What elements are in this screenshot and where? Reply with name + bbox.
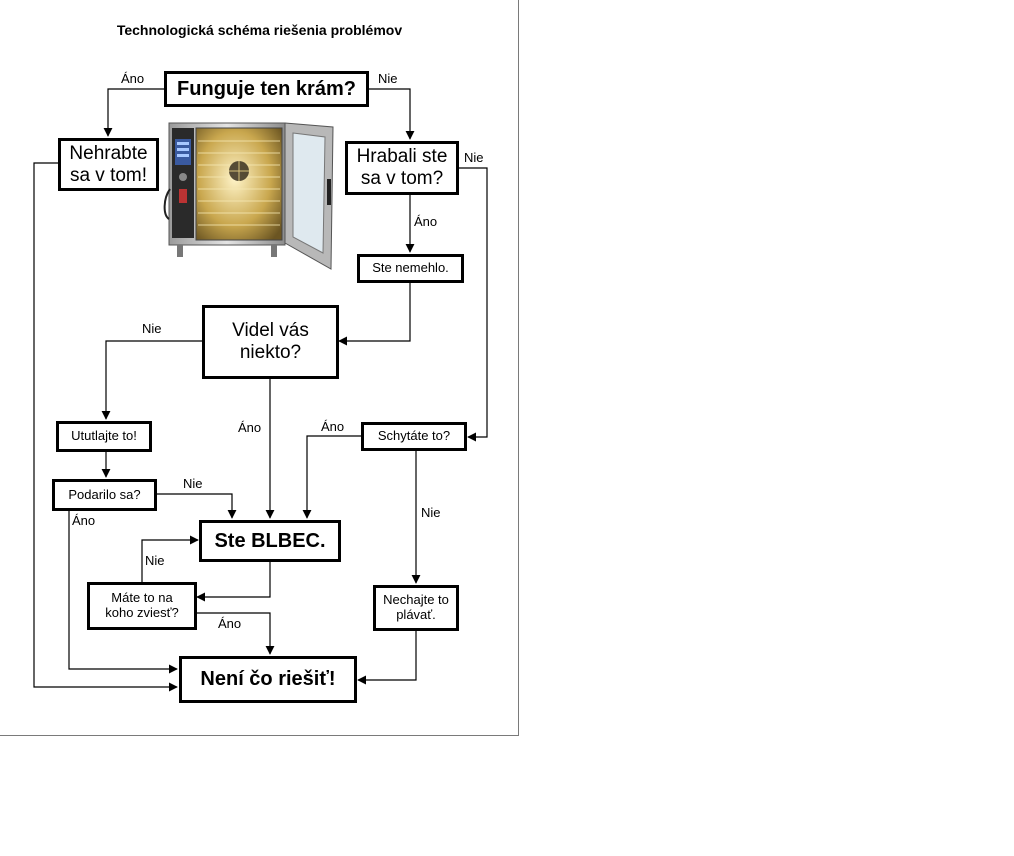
label-did-touch-no: Nie	[464, 150, 484, 165]
label-caught-yes: Áno	[321, 419, 345, 434]
edge-dont-touch-nothing	[33, 162, 178, 692]
label-start-yes: Áno	[121, 71, 145, 86]
label-success-yes: Áno	[72, 513, 96, 528]
label-success-no: Nie	[183, 476, 203, 491]
node-did-touch: Hrabali ste sa v tom?	[345, 141, 459, 195]
label-blame-no: Nie	[145, 553, 165, 568]
label-seen-yes: Áno	[238, 420, 262, 435]
diagram-title: Technologická schéma riešenia problémov	[116, 22, 403, 38]
node-seen: Videl vás niekto?	[202, 305, 339, 379]
node-hide: Ututlajte to!	[56, 421, 152, 452]
oven-icon	[163, 122, 334, 270]
edge-caught-yes	[302, 435, 361, 519]
edge-float-nothing	[357, 631, 417, 685]
edge-blame-no	[141, 535, 199, 582]
node-dont-touch: Nehrabte sa v tom!	[58, 138, 159, 191]
edge-start-no	[368, 88, 415, 140]
label-caught-no: Nie	[421, 505, 441, 520]
edge-start-yes	[103, 88, 164, 137]
edge-idiot-blame	[196, 562, 271, 602]
label-did-touch-yes: Áno	[414, 214, 438, 229]
node-start: Funguje ten krám?	[164, 71, 369, 107]
edge-blame-yes	[196, 612, 275, 655]
node-fool: Ste nemehlo.	[357, 254, 464, 283]
edge-fool-seen	[338, 283, 411, 346]
node-success: Podarilo sa?	[52, 479, 157, 511]
label-seen-no: Nie	[142, 321, 162, 336]
node-float: Nechajte to plávať.	[373, 585, 459, 631]
label-start-no: Nie	[378, 71, 398, 86]
edge-success-yes	[68, 511, 178, 674]
label-blame-yes: Áno	[218, 616, 242, 631]
node-blame: Máte to na koho zviesť?	[87, 582, 197, 630]
node-nothing: Není čo riešiť!	[179, 656, 357, 703]
node-idiot: Ste BLBEC.	[199, 520, 341, 562]
node-caught: Schytáte to?	[361, 422, 467, 451]
edge-did-touch-no	[459, 167, 488, 442]
edge-success-no	[157, 493, 237, 519]
edge-seen-no	[101, 340, 202, 420]
